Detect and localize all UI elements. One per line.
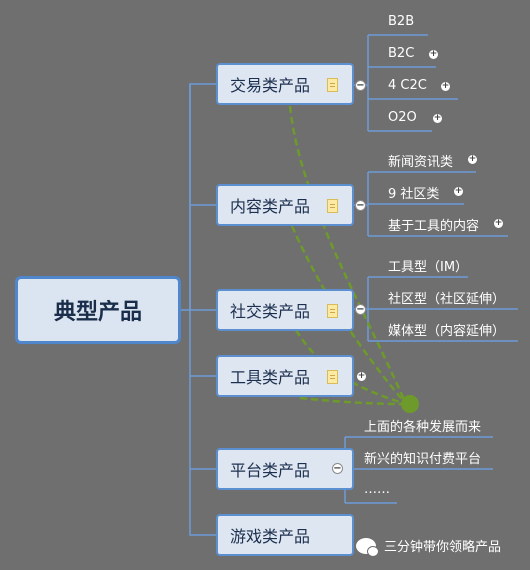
expand-icon[interactable]: + bbox=[357, 371, 366, 381]
leaf-tool-based-content[interactable]: 基于工具的内容 bbox=[388, 219, 480, 234]
branch-label: 平台类产品 bbox=[230, 461, 311, 480]
note-icon[interactable] bbox=[327, 304, 338, 318]
branch-trade-products[interactable]: 交易类产品 bbox=[216, 63, 354, 105]
root-topic[interactable]: 典型产品 bbox=[15, 276, 181, 344]
leaf-tool-im[interactable]: 工具型（IM） bbox=[388, 260, 469, 275]
leaf-media-extension[interactable]: 媒体型（内容延伸） bbox=[388, 324, 506, 339]
note-icon[interactable] bbox=[327, 78, 338, 92]
collapse-icon[interactable]: − bbox=[355, 303, 366, 315]
branch-label: 游戏类产品 bbox=[230, 527, 311, 546]
branch-social-products[interactable]: 社交类产品 bbox=[216, 289, 354, 331]
expand-icon[interactable]: + bbox=[433, 113, 442, 123]
expand-icon[interactable]: + bbox=[468, 154, 477, 164]
leaf-b2b[interactable]: B2B bbox=[388, 14, 415, 29]
watermark-text: 三分钟带你领略产品 bbox=[384, 540, 502, 555]
watermark: 三分钟带你领略产品 bbox=[356, 536, 502, 557]
leaf-o2o[interactable]: O2O bbox=[388, 110, 417, 125]
connector-lines bbox=[181, 34, 518, 536]
branch-label: 社交类产品 bbox=[230, 302, 311, 321]
collapse-icon[interactable]: − bbox=[355, 79, 366, 91]
note-icon[interactable] bbox=[327, 370, 338, 384]
branch-label: 交易类产品 bbox=[230, 76, 311, 95]
collapse-icon[interactable]: − bbox=[355, 199, 366, 211]
relationship-line bbox=[299, 396, 407, 406]
wechat-icon bbox=[356, 537, 379, 557]
expand-icon[interactable]: + bbox=[494, 218, 503, 228]
leaf-ellipsis[interactable]: …… bbox=[364, 482, 390, 497]
leaf-community[interactable]: 9 社区类 bbox=[388, 187, 440, 202]
relationship-line bbox=[288, 105, 408, 405]
leaf-c2c[interactable]: 4 C2C bbox=[388, 78, 427, 93]
expand-icon[interactable]: + bbox=[441, 81, 450, 91]
root-connector bbox=[190, 204, 216, 470]
leaf-platform-origin[interactable]: 上面的各种发展而来 bbox=[364, 420, 482, 435]
leaf-community-extension[interactable]: 社区型（社区延伸） bbox=[388, 292, 506, 307]
branch-tool-products[interactable]: 工具类产品 bbox=[216, 355, 354, 397]
branch-game-products[interactable]: 游戏类产品 bbox=[216, 514, 354, 556]
root-connector bbox=[181, 83, 216, 311]
branch-label: 工具类产品 bbox=[230, 368, 311, 387]
note-icon[interactable] bbox=[327, 199, 338, 213]
branch-content-products[interactable]: 内容类产品 bbox=[216, 184, 354, 226]
expand-icon[interactable]: + bbox=[429, 49, 438, 59]
relationship-target-dot bbox=[401, 395, 419, 413]
leaf-news[interactable]: 新闻资讯类 bbox=[388, 155, 454, 170]
expand-icon[interactable]: + bbox=[454, 186, 463, 196]
collapse-icon[interactable]: − bbox=[332, 462, 343, 474]
root-connector bbox=[189, 84, 216, 536]
leaf-knowledge-platform[interactable]: 新兴的知识付费平台 bbox=[364, 452, 482, 467]
leaf-b2c[interactable]: B2C bbox=[388, 46, 415, 61]
branch-label: 内容类产品 bbox=[230, 197, 311, 216]
branch-platform-products[interactable]: 平台类产品 bbox=[216, 448, 354, 490]
